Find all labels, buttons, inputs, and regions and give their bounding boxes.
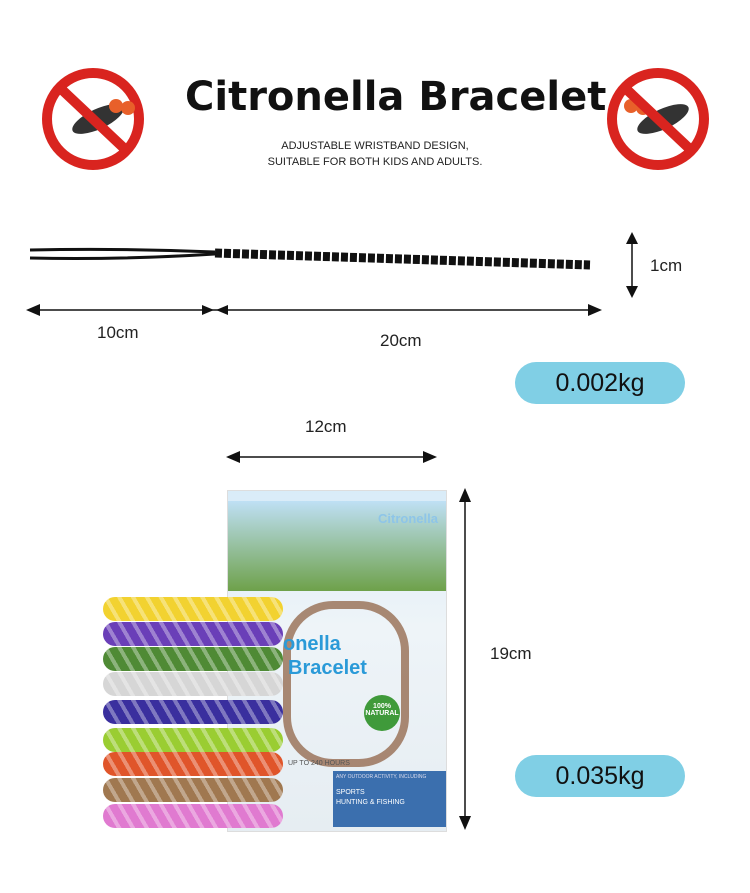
bracelet-yellow-green — [103, 728, 283, 752]
package-weight-badge: 0.035kg — [515, 755, 685, 797]
natural-badge: 100% NATURAL — [364, 695, 400, 731]
family-photo — [228, 501, 446, 591]
no-mosquito-icon — [42, 68, 144, 170]
loop-length-label: 10cm — [97, 323, 139, 342]
bracelet-green — [103, 647, 283, 671]
bracelet-yellow — [103, 597, 283, 621]
activity-panel: ANY OUTDOOR ACTIVITY, INCLUDING SPORTS H… — [333, 771, 446, 827]
activity-item: SPORTS — [336, 789, 365, 796]
cord-diagram — [26, 232, 638, 316]
braid-length-label: 20cm — [380, 331, 422, 350]
package-arrows — [226, 451, 471, 830]
bracelet-orange-green — [103, 752, 283, 776]
subtitle-line: SUITABLE FOR BOTH KIDS AND ADULTS. — [267, 156, 483, 168]
bracelet-pink — [103, 804, 283, 828]
bracelet-white — [103, 672, 283, 696]
activity-header: ANY OUTDOOR ACTIVITY, INCLUDING — [336, 774, 427, 780]
package-brand-top: Citronella — [378, 511, 438, 526]
package-width-label: 12cm — [305, 417, 347, 436]
coiled-bracelets — [283, 601, 409, 767]
subtitle-line: ADJUSTABLE WRISTBAND DESIGN, — [281, 140, 469, 152]
bracelet-purple — [103, 622, 283, 646]
bracelet-brown-orange — [103, 778, 283, 802]
cord-weight-badge: 0.002kg — [515, 362, 685, 404]
no-mosquito-icon — [607, 68, 709, 170]
page-title: Citronella Bracelet — [185, 74, 607, 120]
package-brand-2: Bracelet — [288, 657, 367, 679]
thickness-label: 1cm — [650, 256, 683, 275]
activity-item: HUNTING & FISHING — [336, 799, 405, 806]
duration-text: UP TO 240 HOURS — [288, 760, 350, 767]
package-brand-1: onella — [283, 633, 341, 655]
bracelet-blue — [103, 700, 283, 724]
package-height-label: 19cm — [490, 644, 532, 663]
